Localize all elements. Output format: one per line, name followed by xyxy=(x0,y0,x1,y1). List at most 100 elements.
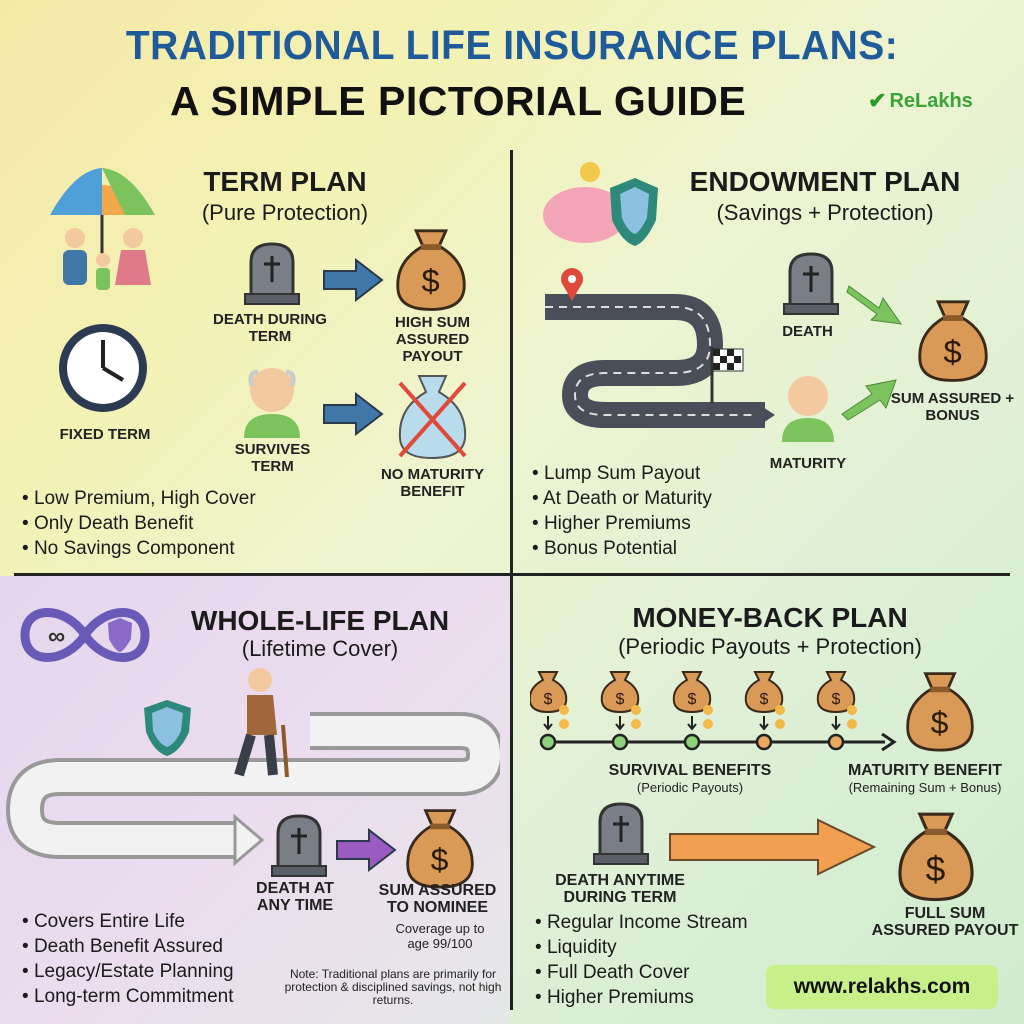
svg-text:$: $ xyxy=(544,691,553,708)
svg-text:$: $ xyxy=(421,262,439,299)
endowment-bullets: Lump Sum Payout At Death or Maturity Hig… xyxy=(532,461,712,561)
timeline-node xyxy=(539,733,557,751)
umbrella-family-icon xyxy=(45,160,160,310)
bullet-item: Higher Premiums xyxy=(535,985,748,1010)
svg-text:$: $ xyxy=(688,691,697,708)
old-man-icon xyxy=(240,362,304,438)
coverage-note: Coverage up to age 99/100 xyxy=(395,921,485,951)
money-bag-icon: $ xyxy=(897,808,975,902)
arrow-down-right-icon xyxy=(845,278,905,328)
endowment-plan-subtitle: (Savings + Protection) xyxy=(716,200,934,225)
infinity-shield-icon: ∞ xyxy=(20,605,150,665)
timeline-node xyxy=(683,733,701,751)
bullet-item: Lump Sum Payout xyxy=(532,461,712,486)
relakhs-logo[interactable]: ✔ReLakhs xyxy=(868,88,973,113)
money-bag-icon: $ xyxy=(917,296,989,382)
bullet-item: No Savings Component xyxy=(22,536,256,561)
payout-timeline: $ $ $ $ $ xyxy=(530,668,910,758)
sum-assured-bonus-label: SUM ASSURED + BONUS xyxy=(890,390,1015,424)
horizontal-divider xyxy=(14,573,1010,576)
vertical-divider xyxy=(510,150,513,1010)
periodic-payout-bag-icon: $ xyxy=(530,671,569,731)
death-anytime-label: DEATH ANYTIME DURING TERM xyxy=(555,872,685,906)
page-subtitle: A SIMPLE PICTORIAL GUIDE xyxy=(170,78,747,124)
svg-text:$: $ xyxy=(943,333,961,370)
whole-life-plan-subtitle: (Lifetime Cover) xyxy=(241,636,399,661)
bullet-item: Legacy/Estate Planning xyxy=(22,959,234,984)
winding-road-icon xyxy=(535,265,775,435)
svg-text:$: $ xyxy=(616,691,625,708)
bullet-item: Full Death Cover xyxy=(535,960,748,985)
fixed-term-label: FIXED TERM xyxy=(59,426,151,443)
death-during-term-label: DEATH DURING TERM xyxy=(213,311,327,345)
bullet-item: Higher Premiums xyxy=(532,511,712,536)
bullet-item: Long-term Commitment xyxy=(22,984,234,1009)
page-title: TRADITIONAL LIFE INSURANCE PLANS: xyxy=(125,22,899,68)
periodic-payout-bag-icon: $ xyxy=(672,671,713,731)
clock-icon xyxy=(55,320,151,416)
gravestone-icon xyxy=(270,812,328,878)
bullet-item: Low Premium, High Cover xyxy=(22,486,256,511)
term-plan-subtitle: (Pure Protection) xyxy=(201,200,369,225)
maturity-label: MATURITY xyxy=(769,455,847,472)
long-arrow-right-icon xyxy=(668,818,878,876)
death-label: DEATH xyxy=(782,323,833,340)
lifetime-road-icon xyxy=(0,705,500,875)
whole-life-plan-title: WHOLE-LIFE PLAN xyxy=(190,605,450,636)
no-maturity-benefit-label: NO MATURITY BENEFIT xyxy=(380,466,485,500)
gravestone-icon xyxy=(243,240,301,306)
periodic-payout-bag-icon: $ xyxy=(816,671,857,731)
money-back-plan-subtitle: (Periodic Payouts + Protection) xyxy=(618,634,922,659)
sum-assured-nominee-label: SUM ASSURED TO NOMINEE xyxy=(378,882,497,916)
survival-benefits-label: SURVIVAL BENEFITS xyxy=(608,762,772,779)
svg-text:$: $ xyxy=(832,691,841,708)
disclaimer-note: Note: Traditional plans are primarily fo… xyxy=(284,967,502,1007)
timeline-node xyxy=(827,733,845,751)
bullet-item: Only Death Benefit xyxy=(22,511,256,536)
term-plan-title: TERM PLAN xyxy=(203,166,367,197)
money-back-plan-title: MONEY-BACK PLAN xyxy=(632,602,908,633)
bullet-item: At Death or Maturity xyxy=(532,486,712,511)
bullet-item: Regular Income Stream xyxy=(535,910,748,935)
svg-text:$: $ xyxy=(760,691,769,708)
death-at-any-time-label: DEATH AT ANY TIME xyxy=(256,880,334,914)
timeline-node xyxy=(611,733,629,751)
bullet-item: Liquidity xyxy=(535,935,748,960)
timeline-node xyxy=(755,733,773,751)
website-link[interactable]: www.relakhs.com xyxy=(766,965,998,1009)
old-man-icon xyxy=(778,370,838,442)
svg-text:$: $ xyxy=(431,841,449,877)
periodic-payout-bag-icon: $ xyxy=(600,671,641,731)
gravestone-icon xyxy=(592,800,650,866)
empty-bag-crossed-icon xyxy=(395,368,470,460)
high-sum-assured-label: HIGH SUM ASSURED PAYOUT xyxy=(395,314,470,365)
bullet-item: Bonus Potential xyxy=(532,536,712,561)
endowment-plan-title: ENDOWMENT PLAN xyxy=(689,166,961,197)
elderly-walking-icon xyxy=(225,665,295,780)
piggy-bank-shield-icon xyxy=(540,160,660,250)
svg-text:∞: ∞ xyxy=(48,623,65,650)
bullet-item: Death Benefit Assured xyxy=(22,934,234,959)
gravestone-icon xyxy=(782,250,840,316)
money-bag-icon: $ xyxy=(395,225,467,311)
shield-icon xyxy=(140,698,195,758)
periodic-payout-bag-icon: $ xyxy=(744,671,785,731)
check-icon: ✔ xyxy=(868,88,887,113)
arrow-right-icon xyxy=(335,828,397,872)
svg-text:$: $ xyxy=(926,850,946,889)
money-bag-icon: $ xyxy=(405,805,475,889)
survival-benefits-sub: (Periodic Payouts) xyxy=(636,780,744,795)
arrow-up-right-icon xyxy=(838,372,898,422)
svg-text:$: $ xyxy=(931,704,949,740)
money-bag-icon: $ xyxy=(905,668,975,752)
term-bullets: Low Premium, High Cover Only Death Benef… xyxy=(22,486,256,561)
full-sum-assured-label: FULL SUM ASSURED PAYOUT xyxy=(871,905,1019,939)
bullet-item: Covers Entire Life xyxy=(22,909,234,934)
survives-term-label: SURVIVES TERM xyxy=(234,441,311,475)
maturity-benefit-label: MATURITY BENEFIT xyxy=(847,762,1003,779)
money-back-bullets: Regular Income Stream Liquidity Full Dea… xyxy=(535,910,748,1010)
arrow-right-icon xyxy=(322,392,384,436)
maturity-benefit-sub: (Remaining Sum + Bonus) xyxy=(848,780,1002,795)
checkered-flag-icon xyxy=(708,345,748,405)
arrow-right-icon xyxy=(322,258,384,302)
